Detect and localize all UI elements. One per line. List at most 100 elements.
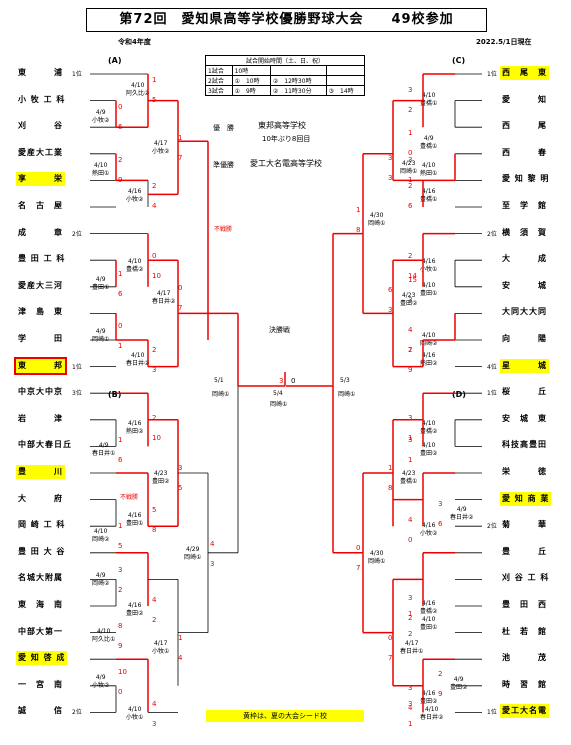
game-date: 4/10 [424,706,439,713]
team-name: 岡 崎 工 科 [18,520,66,530]
game-venue: 春日井① [92,450,116,457]
game-date: 4/10 [421,442,436,449]
game-score: 2 [152,346,157,354]
game-venue: 岡崎① [92,336,110,343]
game-venue: 豊田② [420,450,438,457]
game-score: 0 [178,284,183,292]
team-name: 東 邦 [14,356,67,375]
game-score: 0 [118,103,123,111]
game-venue: 豊橋① [420,196,438,203]
game-date: 4/17 [156,290,171,297]
game-score: 8 [356,226,361,234]
team-name: 大 府 [18,493,63,503]
game-score: 1 [152,76,157,84]
game-score: 3 [438,500,443,508]
game-score: 3 [152,366,157,374]
game-score: 1 [408,129,413,137]
game-score: 2 [152,616,157,624]
team-name: 至 学 館 [502,201,547,210]
game-venue: 豊田① [92,284,110,291]
game-venue: 岡崎② [92,580,110,587]
seed-label: 2位 [72,230,82,238]
schedule-cell: ① 9時 [231,85,271,96]
team-name: 豊 丘 [502,546,547,556]
champion-name: 東邦高等学校 [258,121,306,130]
team-name: 横 須 賀 [502,227,547,237]
game-date: 4/10 [96,628,111,635]
block-c-label: (C) [452,56,466,65]
game-date: 4/16 [421,690,436,697]
game-venue: 豊田② [420,698,438,705]
game-venue: 豊橋② [126,266,144,273]
seed-label: 1位 [487,709,497,717]
game-score: 3 [408,156,413,164]
team-name: 学 田 [18,334,63,343]
game-score: 3 [118,566,123,574]
game-date: 4/9 [453,676,464,683]
team-name: 愛産大工業 [18,147,63,157]
team-name: 刈 谷 [18,121,63,131]
seed-label: 2位 [487,523,497,531]
game-venue: 豊橋② [420,428,438,435]
game-date: 4/10 [421,162,436,169]
game-date: 4/17 [153,640,168,647]
game-date: 4/10 [421,332,436,339]
game-score: 1 [408,434,413,442]
final-score-left: 3 [279,377,284,385]
game-date: 4/17 [153,140,168,147]
game-venue: 岡崎① [368,558,386,565]
semi-right-venue: 岡崎① [338,391,356,398]
team-name: 杜 若 館 [502,626,547,636]
game-score: 4 [152,202,157,210]
game-score: 3 [408,700,413,708]
game-venue: 豊田① [420,624,438,631]
game-score: 7 [408,346,413,354]
game-date: 4/10 [127,706,142,713]
team-name: 豊 田 大 谷 [18,546,66,556]
team-name: 東 浦 [18,68,63,77]
game-venue: 小牧② [420,530,438,537]
game-venue: 阿久比② [126,90,150,97]
team-name: 豊 田 工 科 [18,254,66,264]
team-name: 一 宮 南 [18,679,63,689]
team-name: 大 成 [502,254,547,264]
team-name: 西 尾 [502,121,547,131]
game-date: 4/30 [369,550,384,557]
game-venue: 岡崎① [184,554,202,561]
game-date: 4/16 [127,512,142,519]
game-date: 4/10 [130,352,145,359]
game-score: 2 [408,614,413,622]
game-score: 0 [118,688,123,696]
game-score: 3 [152,720,157,728]
updated-label: 2022.5/1日現在 [476,38,532,46]
game-date: 4/16 [127,602,142,609]
game-score: 3 [388,154,393,162]
game-date: 4/9 [95,276,106,283]
game-venue: 熱田② [126,428,144,435]
game-date: 4/10 [421,92,436,99]
seed-label: 1位 [487,71,497,78]
game-venue: 岡崎① [368,220,386,227]
team-name: 安 城 東 [502,413,547,423]
game-venue: 豊橋① [420,143,438,150]
game-score: 5 [178,484,183,492]
game-score: 3 [408,86,413,94]
game-venue: 小牧② [92,117,110,124]
champion-note: 10年ぶり8回目 [262,135,311,143]
